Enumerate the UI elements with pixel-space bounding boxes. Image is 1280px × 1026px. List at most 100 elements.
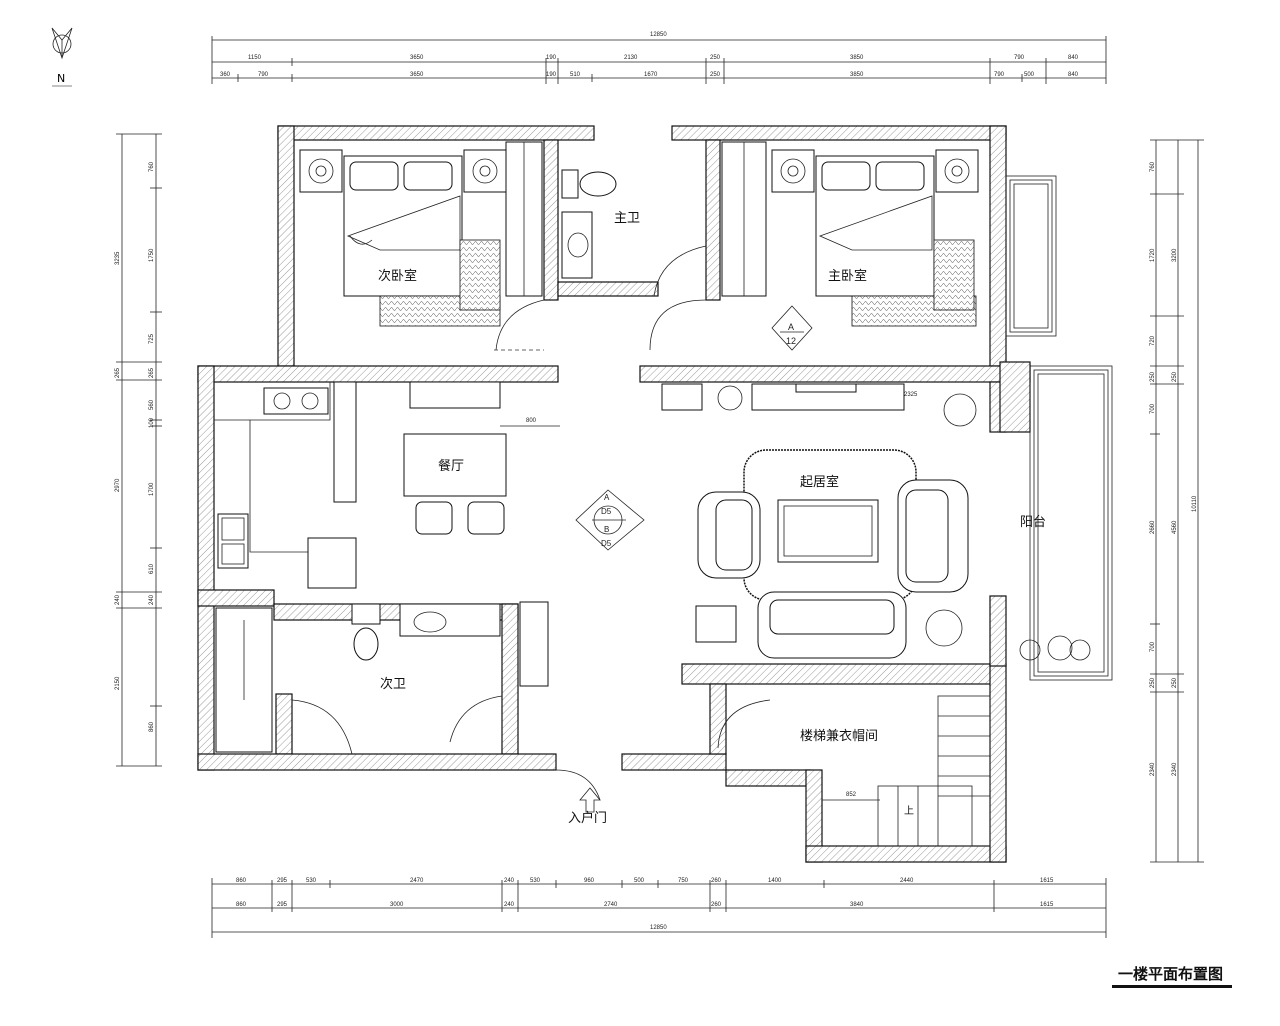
dim-bot-r2-4: 240 bbox=[504, 902, 515, 908]
dim-top-r1-3: 190 bbox=[546, 55, 557, 61]
dim-left-i2: 1750 bbox=[149, 248, 155, 262]
armchair-left bbox=[697, 491, 761, 579]
elevation-marker bbox=[771, 305, 813, 351]
bed-master-bedroom bbox=[771, 149, 979, 327]
section-d5-top-label: D5 bbox=[601, 507, 612, 516]
dim-dining-table: 800 bbox=[526, 418, 537, 424]
dim-right-o3: 4560 bbox=[1172, 520, 1178, 534]
dim-right-total: 10110 bbox=[1192, 495, 1198, 512]
dim-bot-r2-8: 1615 bbox=[1040, 902, 1054, 908]
dim-bot-r1-13: 1615 bbox=[1040, 878, 1054, 884]
dim-bot-r2-6: 260 bbox=[711, 902, 722, 908]
label-stair-cloak: 楼梯兼衣帽间 bbox=[800, 728, 878, 744]
balcony-large bbox=[1029, 365, 1113, 681]
dim-top-r2-4: 190 bbox=[546, 72, 557, 78]
dim-stair: 852 bbox=[846, 792, 857, 798]
label-up: 上 bbox=[904, 805, 914, 817]
dim-bot-r2-3: 3000 bbox=[390, 902, 404, 908]
section-d5-bottom-label: D5 bbox=[601, 539, 612, 548]
label-second-bath: 次卫 bbox=[380, 676, 406, 692]
dim-top-total: 12850 bbox=[650, 32, 667, 38]
dim-bot-r1-7: 960 bbox=[584, 878, 595, 884]
sofa bbox=[757, 591, 907, 659]
dim-right-i7: 700 bbox=[1150, 641, 1156, 652]
dim-top-r2-5: 510 bbox=[570, 72, 581, 78]
dim-top-r1-6: 3850 bbox=[850, 55, 864, 61]
walls bbox=[197, 125, 1031, 863]
dim-top-r2-1: 360 bbox=[220, 72, 231, 78]
section-b-label: B bbox=[604, 525, 609, 534]
section-marker bbox=[575, 489, 645, 551]
armchair-right bbox=[897, 479, 969, 593]
dim-top-r2-2: 790 bbox=[258, 72, 269, 78]
doors bbox=[291, 245, 771, 801]
dim-bot-r2-7: 3840 bbox=[850, 902, 864, 908]
dim-bot-r2-5: 2740 bbox=[604, 902, 618, 908]
dim-bot-r1-6: 530 bbox=[530, 878, 541, 884]
dim-left-i8: 610 bbox=[149, 563, 155, 574]
dim-bot-r1-12: 2440 bbox=[900, 878, 914, 884]
dim-left-i4: 265 bbox=[149, 367, 155, 378]
dim-right-i8: 250 bbox=[1150, 677, 1156, 688]
dim-bot-r1-5: 240 bbox=[504, 878, 515, 884]
left-dimensions: 3235 265 2970 240 2150 760 1750 725 265 … bbox=[115, 133, 162, 767]
right-dimensions: 760 1720 720 250 700 2660 700 250 2340 3… bbox=[1150, 139, 1204, 863]
kitchen-counter bbox=[214, 381, 501, 589]
dim-top-r2-7: 250 bbox=[710, 72, 721, 78]
balcony-small bbox=[1005, 175, 1057, 337]
label-master-bedroom: 主卧室 bbox=[828, 268, 867, 284]
dim-left-o3: 2970 bbox=[115, 478, 121, 492]
label-second-bedroom: 次卧室 bbox=[378, 268, 417, 284]
plant-icons bbox=[717, 385, 1091, 661]
dim-left-o4: 240 bbox=[115, 594, 121, 605]
dim-left-i7: 1700 bbox=[149, 482, 155, 496]
wardrobe-second-bedroom bbox=[505, 141, 543, 297]
dim-bot-r1-11: 1400 bbox=[768, 878, 782, 884]
coffee-table bbox=[777, 499, 879, 563]
label-main-bath: 主卫 bbox=[614, 211, 640, 226]
dim-bot-r1-3: 530 bbox=[306, 878, 317, 884]
dim-top-r2-6: 1670 bbox=[644, 72, 658, 78]
dim-right-i2: 1720 bbox=[1150, 248, 1156, 262]
dim-left-i10: 860 bbox=[149, 721, 155, 732]
label-dining: 餐厅 bbox=[438, 458, 464, 474]
dim-left-i3: 725 bbox=[149, 333, 155, 344]
dim-left-i9: 240 bbox=[149, 594, 155, 605]
dim-left-o2: 265 bbox=[115, 367, 121, 378]
wardrobe-master-bedroom bbox=[721, 141, 767, 297]
top-dimensions: 12850 1150 3650 190 2130 250 3850 790 84… bbox=[211, 32, 1107, 84]
dim-left-i5: 560 bbox=[149, 399, 155, 410]
dim-top-r2-8: 3850 bbox=[850, 72, 864, 78]
entry-arrow-icon bbox=[579, 787, 601, 813]
dim-bot-r1-8: 500 bbox=[634, 878, 645, 884]
dim-left-o5: 2150 bbox=[115, 676, 121, 690]
shower-second-bath bbox=[215, 607, 273, 753]
dim-right-i5: 700 bbox=[1150, 403, 1156, 414]
dim-top-r1-2: 3650 bbox=[410, 55, 424, 61]
elev-12-label: 12 bbox=[786, 336, 796, 346]
dim-left-o1: 3235 bbox=[115, 251, 121, 265]
dim-top-r1-4: 2130 bbox=[624, 55, 638, 61]
dim-left-i1: 760 bbox=[149, 161, 155, 172]
dim-bot-r1-9: 750 bbox=[678, 878, 689, 884]
dim-right-i1: 760 bbox=[1150, 161, 1156, 172]
dim-top-r2-10: 500 bbox=[1024, 72, 1035, 78]
dim-right-o4: 250 bbox=[1172, 677, 1178, 688]
north-label: N bbox=[57, 72, 65, 85]
dim-bot-r2-1: 860 bbox=[236, 902, 247, 908]
dim-bot-r1-10: 260 bbox=[711, 878, 722, 884]
dim-top-r2-11: 840 bbox=[1068, 72, 1079, 78]
toilet-main-bath bbox=[561, 169, 617, 199]
section-a-label: A bbox=[604, 493, 610, 502]
dim-bot-r2-2: 295 bbox=[277, 902, 288, 908]
dim-bot-r1-2: 295 bbox=[277, 878, 288, 884]
side-table bbox=[695, 605, 737, 643]
dim-top-r2-9: 790 bbox=[994, 72, 1005, 78]
label-entry: 入户门 bbox=[568, 810, 607, 826]
dim-right-i3: 720 bbox=[1150, 335, 1156, 346]
dim-bot-total: 12850 bbox=[650, 925, 667, 931]
dim-living-wall: 2325 bbox=[904, 392, 918, 398]
dim-right-o5: 2340 bbox=[1172, 762, 1178, 776]
dim-top-r1-1: 1150 bbox=[248, 55, 262, 61]
